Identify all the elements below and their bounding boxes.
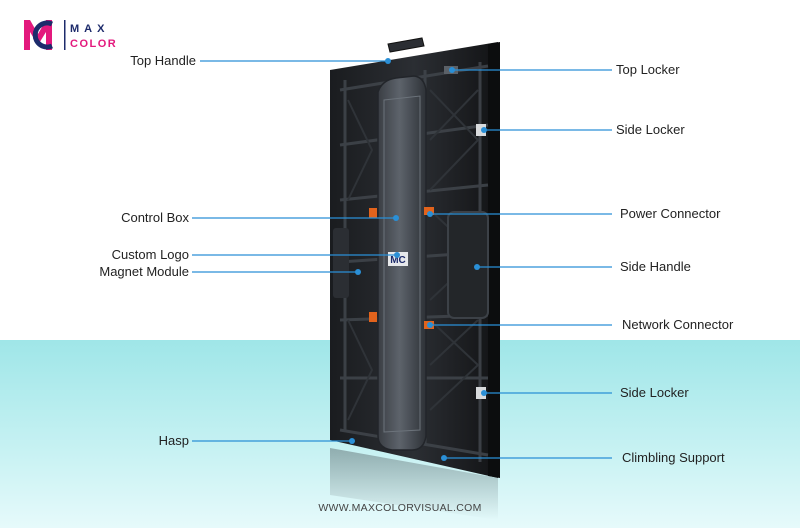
label-network-connector: Network Connector [622, 317, 734, 332]
callout-dot-power-connector [427, 211, 433, 217]
footer-url[interactable]: WWW.MAXCOLORVISUAL.COM [318, 502, 482, 514]
svg-text:MC: MC [390, 255, 406, 266]
label-custom-logo: Custom Logo [111, 247, 189, 262]
label-magnet-module: Magnet Module [99, 264, 189, 279]
callout-dot-hasp [349, 438, 355, 444]
callout-dot-custom-logo [394, 252, 400, 258]
led-cabinet: MC [330, 37, 500, 478]
callout-dot-climbing-support [441, 455, 447, 461]
logo-text-top: MAX [70, 23, 109, 35]
label-side-locker-bottom: Side Locker [620, 385, 689, 400]
logo-mark-icon [24, 20, 53, 50]
label-top-handle: Top Handle [130, 53, 196, 68]
label-side-handle: Side Handle [620, 259, 691, 274]
callout-dot-top-locker [449, 67, 455, 73]
callout-lines-left [192, 58, 400, 444]
callout-dot-magnet-module [355, 269, 361, 275]
callout-lines-right [427, 67, 612, 461]
label-power-connector: Power Connector [620, 206, 721, 221]
label-side-locker-top: Side Locker [616, 122, 685, 137]
label-hasp: Hasp [158, 433, 189, 448]
callout-dot-side-handle [474, 264, 480, 270]
max-color-logo: MAX COLOR [24, 20, 117, 50]
power-connector-part [424, 207, 434, 215]
side-handle-part [447, 211, 489, 319]
callout-dot-side-locker-top [481, 127, 487, 133]
callout-dot-control-box [393, 215, 399, 221]
magnet-module-part [333, 228, 349, 298]
label-top-locker: Top Locker [616, 62, 680, 77]
floor-reflection [330, 448, 498, 520]
logo-text-bottom: COLOR [70, 38, 117, 50]
top-handle-part [387, 37, 425, 53]
callout-dot-network-connector [427, 322, 433, 328]
label-control-box: Control Box [121, 210, 189, 225]
callout-dot-side-locker-bottom [481, 390, 487, 396]
callout-dot-top-handle [385, 58, 391, 64]
label-climbing-support: Climbling Support [622, 450, 725, 465]
